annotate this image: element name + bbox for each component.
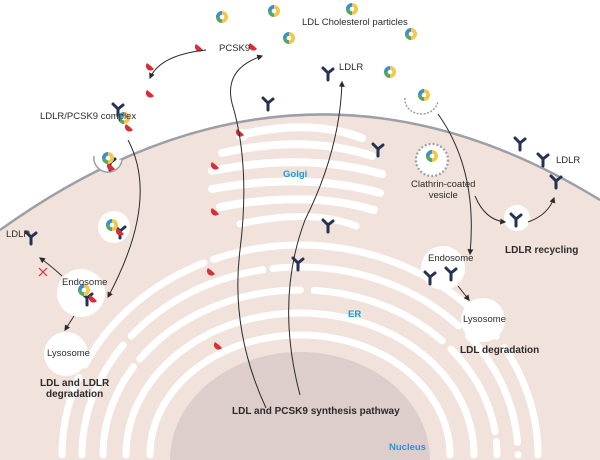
ldlr-right-label: LDLR bbox=[556, 155, 581, 166]
ldlr-pcsk9-complex-label: LDLR/PCSK9 complex bbox=[40, 111, 137, 122]
lysosome-left-label: Lysosome bbox=[47, 348, 90, 359]
golgi-label: Golgi bbox=[283, 169, 308, 180]
blocked-recycling-cross bbox=[38, 267, 48, 277]
arrows bbox=[39, 49, 556, 409]
ldl-ldlr-degradation-line-2: degradation bbox=[46, 389, 104, 400]
endoplasmic-reticulum bbox=[58, 241, 542, 459]
pit-right bbox=[404, 97, 439, 115]
endosome-right-label: Endosome bbox=[428, 253, 474, 264]
nucleus bbox=[170, 352, 430, 460]
ldl-particles-label: LDL Cholesterol particles bbox=[302, 17, 408, 28]
vesicles bbox=[44, 94, 530, 376]
synthesis-pathway-label: LDL and PCSK9 synthesis pathway bbox=[232, 406, 400, 417]
clathrin-coat bbox=[414, 142, 450, 178]
clathrin-vesicle-label: Clathrin-coated vesicle bbox=[411, 179, 475, 201]
pcsk9-label: PCSK9 bbox=[219, 43, 251, 54]
ldl-particles-outside bbox=[216, 3, 417, 78]
endosome-left-label: Endosome bbox=[62, 277, 108, 288]
ldl-ldlr-degradation-label: LDL and LDLR degradation bbox=[40, 378, 109, 400]
ldlr-recycling-label: LDLR recycling bbox=[505, 245, 579, 256]
clathrin-label-line-2: vesicle bbox=[428, 190, 458, 201]
golgi-apparatus bbox=[208, 123, 386, 230]
lysosome-right-label: Lysosome bbox=[463, 314, 506, 325]
ldl-ldlr-degradation-line-1: LDL and LDLR bbox=[40, 378, 110, 389]
er-label: ER bbox=[348, 309, 362, 320]
clathrin-label-line-1: Clathrin-coated bbox=[411, 179, 476, 190]
nucleus-label: Nucleus bbox=[389, 442, 426, 453]
cell-membrane bbox=[0, 113, 600, 232]
ldlr-left-label: LDLR bbox=[6, 229, 31, 240]
ldl-degradation-label: LDL degradation bbox=[460, 345, 540, 356]
ldlr-top-label: LDLR bbox=[339, 62, 364, 73]
